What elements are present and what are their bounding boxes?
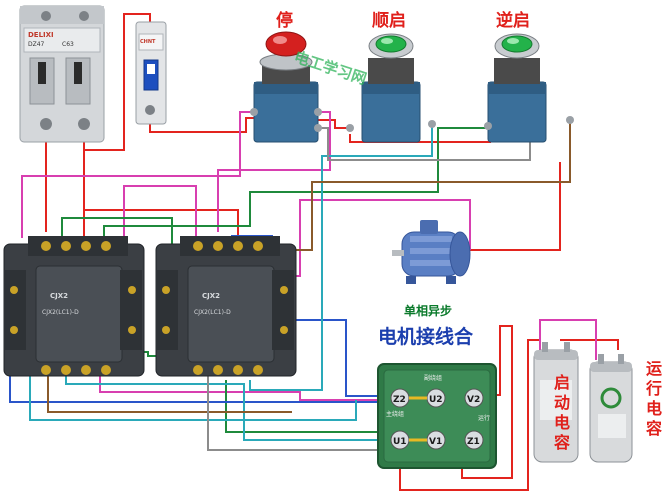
terminal-box (377, 363, 497, 469)
wire-gray-bottom (207, 376, 390, 451)
wire-red-cap-loop (461, 325, 513, 479)
terminal-run-label: 运行 (478, 414, 490, 422)
wire-red-stop-forward (318, 119, 350, 129)
run-capacitor (589, 354, 633, 463)
contactor-right (155, 236, 297, 377)
wire-blue-right (290, 319, 380, 397)
wire-red-right-down (470, 162, 561, 251)
forward-button (346, 33, 436, 143)
motor-type-label: 单相异步 (404, 304, 453, 318)
terminal-v1: V1 (429, 437, 442, 447)
reverse-label: 逆启 (496, 11, 530, 31)
wire-magenta-stop (217, 111, 331, 232)
wire-brown-reverse-feed (296, 120, 571, 251)
wire-brown-bottom (47, 376, 292, 413)
terminal-main-label: 主绕组 (386, 410, 404, 418)
reverse-button (484, 33, 574, 143)
terminal-v2: V2 (467, 395, 480, 405)
wire-magenta-bridge (123, 185, 197, 236)
wire-red-run-cap (560, 339, 619, 350)
wire-red-bridge-top (84, 209, 239, 240)
wire-magenta-z2 (99, 376, 378, 401)
main-breaker (19, 5, 105, 143)
wire-green-reverse (103, 127, 488, 238)
motor-image (392, 220, 471, 284)
terminal-u2: U2 (429, 395, 443, 405)
breaker-model: DZ47 (28, 41, 45, 48)
forward-label: 顺启 (372, 11, 406, 31)
wires (9, 13, 619, 491)
breaker-rating: C63 (62, 41, 74, 48)
start-capacitor (533, 342, 579, 463)
terminal-z1: Z1 (467, 437, 480, 447)
wire-red-cap-bottom (399, 339, 540, 491)
wire-red-supply (83, 13, 151, 151)
run-capacitor-label: 运行电容 (643, 360, 662, 440)
start-capacitor-label: 启动电容 (551, 374, 570, 454)
terminal-u1: U1 (393, 437, 407, 447)
terminal-z2: Z2 (393, 395, 406, 405)
contactor-right-brand: CJX2 (202, 292, 220, 300)
wire-magenta-top (21, 111, 254, 238)
terminal-aux-label: 副绕组 (424, 374, 442, 382)
contactor-left-model: CJX2(LC1)-D (42, 309, 79, 316)
wire-red-stop-feed (149, 117, 254, 133)
wire-green-u1 (225, 380, 378, 433)
wire-gray-top (318, 118, 531, 161)
wire-cyan-u1 (65, 376, 380, 441)
wire-cyan-forward (249, 124, 433, 391)
contactor-left-brand: CJX2 (50, 292, 68, 300)
contactor-right-model: CJX2(LC1)-D (194, 309, 231, 316)
control-breaker-brand: CHNT (140, 39, 156, 45)
motor-wiring-label: 电机接线合 (378, 326, 474, 348)
stop-button (250, 31, 322, 143)
contactor-left (3, 236, 145, 377)
control-breaker (135, 21, 167, 125)
stop-label: 停 (276, 11, 293, 31)
wire-magenta-cap-top (539, 319, 597, 360)
breaker-brand: DELIXI (28, 31, 54, 39)
